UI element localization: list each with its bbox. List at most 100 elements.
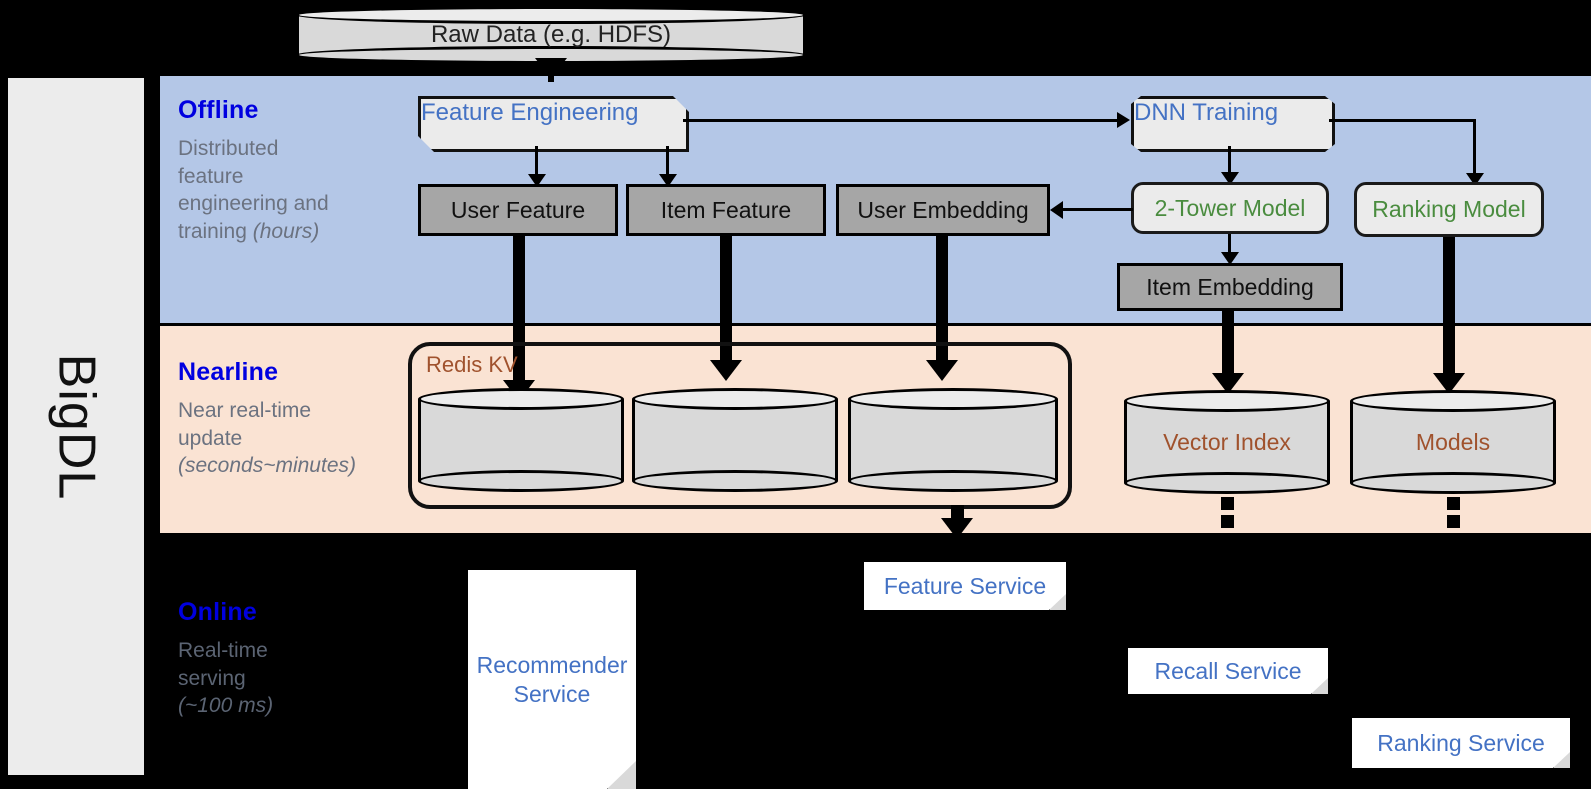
redis-store-3-label (848, 388, 1058, 492)
arrowhead-fe-dnn (1117, 112, 1130, 128)
raw-data-top (296, 6, 806, 24)
pipe-userfeature-store (513, 236, 525, 392)
item-feature-label: Item Feature (660, 196, 792, 223)
connector-dot-featureservice (951, 505, 964, 518)
models-cylinder[interactable]: Models (1350, 390, 1556, 494)
ranking-service-label: Ranking Service (1377, 729, 1545, 756)
offline-desc-4-text: training (178, 220, 253, 244)
redis-store-1-top (418, 388, 624, 410)
redis-store-1-bottom (418, 470, 624, 492)
arrowhead-twotower-userembedding (1050, 201, 1063, 219)
arrowhead-dnn-twotower (1221, 172, 1239, 185)
arrowhead-userembedding-store (926, 360, 958, 381)
pipe-itemfeature-store (720, 236, 732, 370)
feature-service-label: Feature Service (883, 572, 1047, 599)
redis-kv-label: Redis KV (426, 352, 518, 377)
nearline-section-label: Nearline Near real-time update (seconds~… (178, 358, 408, 480)
arrowhead-itemfeature-store (710, 360, 742, 381)
redis-store-3-top (848, 388, 1058, 410)
raw-data-label: Raw Data (e.g. HDFS) (430, 21, 672, 48)
models-top (1350, 390, 1556, 412)
arrowhead-itemembedding-vectorindex (1212, 373, 1244, 394)
offline-desc-emphasis: (hours) (252, 220, 320, 244)
offline-desc-4: training (hours) (178, 218, 408, 246)
arrowhead-rawdata-fe (535, 58, 567, 79)
user-feature-box[interactable]: User Feature (418, 184, 618, 236)
redis-store-2[interactable] (632, 388, 838, 492)
ranking-service-box[interactable]: Ranking Service (1352, 718, 1570, 768)
offline-description: Distributed feature engineering and trai… (178, 135, 408, 246)
recommender-service-fold-icon (607, 761, 636, 789)
two-tower-model-box[interactable]: 2-Tower Model (1131, 182, 1329, 234)
arrowhead-rankingmodel-models (1433, 373, 1465, 394)
connector-dnn-ranking-h (1329, 119, 1476, 122)
models-bottom (1350, 472, 1556, 494)
nearline-title: Nearline (178, 358, 279, 386)
ranking-model-box[interactable]: Ranking Model (1354, 182, 1544, 237)
connector-dot-models-2 (1447, 515, 1460, 528)
vector-index-body (1124, 401, 1330, 483)
connector-twotower-itemembedding (1228, 234, 1231, 260)
arrowhead-fe-itemfeature (659, 174, 677, 187)
connector-dot-vectorindex-2 (1221, 515, 1234, 528)
feature-engineering-node[interactable]: Feature Engineering (418, 96, 683, 146)
nearline-description: Near real-time update (seconds~minutes) (178, 397, 408, 480)
recall-service-box[interactable]: Recall Service (1128, 648, 1328, 694)
ranking-model-label: Ranking Model (1372, 196, 1526, 222)
recommender-service-box[interactable]: Recommender Service (468, 570, 636, 789)
user-feature-label: User Feature (450, 196, 586, 223)
redis-store-2-body (632, 399, 838, 481)
connector-fe-userfeature (535, 146, 538, 178)
redis-store-2-top (632, 388, 838, 410)
bigdl-rail: BigDL (8, 78, 144, 775)
recommender-service-line1: Recommender (476, 651, 628, 678)
bigdl-rail-label: BigDL (47, 353, 106, 500)
offline-desc-1: Distributed (178, 137, 279, 160)
recall-service-fold-icon (1311, 678, 1328, 694)
redis-store-3-body (848, 399, 1058, 481)
redis-store-1-body (418, 399, 624, 481)
recall-service-label: Recall Service (1154, 657, 1302, 684)
dnn-training-node[interactable]: DNN Training (1131, 96, 1329, 146)
connector-twotower-userembedding (1063, 208, 1133, 211)
redis-kv-container (408, 342, 1072, 509)
feature-engineering-box[interactable]: Feature Engineering (418, 96, 689, 152)
raw-data-cylinder: Raw Data (e.g. HDFS) (296, 6, 806, 64)
models-label: Models (1415, 428, 1491, 455)
nearline-desc-2: update (178, 426, 243, 450)
online-desc-1: Real-time (178, 639, 268, 662)
user-embedding-box[interactable]: User Embedding (836, 184, 1050, 236)
ranking-service-fold-icon (1553, 752, 1570, 768)
bigdl-rail-label-wrap: BigDL (8, 78, 144, 775)
arrowhead-fe-userfeature (528, 174, 546, 187)
offline-desc-2: feature (178, 164, 244, 188)
vector-index-bottom (1124, 472, 1330, 494)
online-section-label: Online Real-time serving (~100 ms) (178, 598, 408, 720)
feature-service-box[interactable]: Feature Service (864, 562, 1066, 610)
vector-index-top (1124, 390, 1330, 412)
redis-store-3-bottom (848, 470, 1058, 492)
connector-dot-models-1 (1447, 497, 1460, 510)
user-embedding-label: User Embedding (857, 196, 1029, 223)
connector-fe-dnn (683, 119, 1117, 122)
online-description: Real-time serving (~100 ms) (178, 637, 408, 720)
recommender-service-line2: Service (513, 680, 591, 707)
dnn-training-label: DNN Training (1134, 99, 1279, 126)
nearline-desc-emphasis: (seconds~minutes) (178, 454, 356, 478)
pipe-rankingmodel-models (1443, 237, 1455, 383)
connector-dnn-twotower (1228, 146, 1231, 176)
redis-store-2-bottom (632, 470, 838, 492)
item-embedding-label: Item Embedding (1146, 273, 1314, 300)
redis-store-1[interactable] (418, 388, 624, 492)
two-tower-model-label: 2-Tower Model (1154, 194, 1306, 221)
feature-engineering-label: Feature Engineering (421, 99, 639, 126)
vector-index-cylinder[interactable]: Vector Index (1124, 390, 1330, 494)
dnn-training-box[interactable]: DNN Training (1131, 96, 1335, 152)
redis-store-3[interactable] (848, 388, 1058, 492)
item-feature-box[interactable]: Item Feature (626, 184, 826, 236)
models-body (1350, 401, 1556, 483)
item-embedding-box[interactable]: Item Embedding (1117, 263, 1343, 311)
offline-title: Offline (178, 96, 259, 124)
redis-store-1-label (418, 388, 624, 492)
